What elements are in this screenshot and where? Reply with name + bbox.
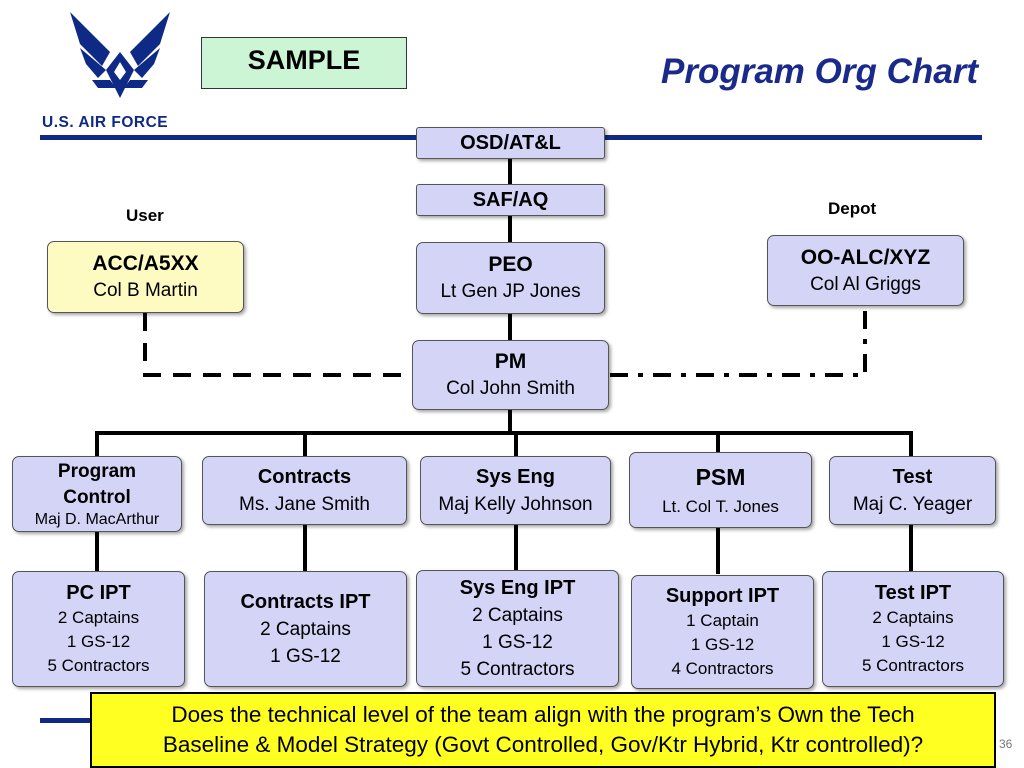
node-subtitle: Maj D. MacArthur <box>34 511 160 528</box>
connector-line <box>95 431 99 457</box>
node-title: Test IPT <box>874 582 952 604</box>
page-number: 36 <box>999 737 1013 751</box>
footer-rule <box>40 718 100 723</box>
connector-line <box>514 431 518 457</box>
node-line: 5 Contractors <box>47 656 150 675</box>
node-contracts: Contracts Ms. Jane Smith <box>202 456 407 525</box>
node-subtitle: Lt Gen JP Jones <box>440 281 581 302</box>
node-line: 5 Contractors <box>460 658 575 680</box>
connector-line <box>508 216 512 242</box>
node-line: 5 Contractors <box>861 656 965 675</box>
connector-line <box>303 524 307 572</box>
node-subtitle: Col John Smith <box>446 378 575 399</box>
node-title: Test <box>892 465 933 488</box>
page-title: Program Org Chart <box>661 52 978 91</box>
node-title: PSM <box>695 463 746 490</box>
node-subtitle: Maj C. Yeager <box>852 493 973 515</box>
node-subtitle: Maj Kelly Johnson <box>438 493 593 515</box>
node-title: OSD/AT&L <box>460 131 561 154</box>
header-rule-right <box>605 135 982 140</box>
node-pc-ipt: PC IPT 2 Captains 1 GS-12 5 Contractors <box>12 571 185 687</box>
node-title-line: Control <box>63 487 131 508</box>
question-line: Does the technical level of the team ali… <box>171 702 915 727</box>
node-title: SAF/AQ <box>472 188 549 211</box>
node-subtitle: Col Al Griggs <box>810 273 921 295</box>
node-pm: PM Col John Smith <box>412 340 609 410</box>
node-title: Contracts <box>257 465 352 488</box>
connector-line <box>514 524 518 570</box>
node-title: PEO <box>488 253 533 276</box>
node-line: 1 GS-12 <box>66 632 131 651</box>
node-title: PC IPT <box>66 582 131 604</box>
node-line: 1 Captain <box>686 611 759 630</box>
connector-line <box>95 431 913 435</box>
node-title-line: Program <box>57 461 137 482</box>
question-callout: Does the technical level of the team ali… <box>90 692 996 768</box>
node-title: OO-ALC/XYZ <box>800 245 931 269</box>
node-subtitle: Col B Martin <box>93 280 198 301</box>
node-program-control: Program Control Maj D. MacArthur <box>12 456 182 532</box>
node-line: 2 Captains <box>872 608 954 627</box>
node-title: Sys Eng IPT <box>459 576 576 599</box>
depot-label: Depot <box>828 199 877 218</box>
connector-line <box>508 410 512 432</box>
node-acc: ACC/A5XX Col B Martin <box>47 241 244 313</box>
node-title: Sys Eng <box>476 465 555 488</box>
node-line: 2 Captains <box>472 604 563 626</box>
connector-line <box>95 531 99 573</box>
node-psm: PSM Lt. Col T. Jones <box>629 452 812 528</box>
air-force-wings-icon <box>70 12 170 98</box>
node-saf: SAF/AQ <box>416 184 605 216</box>
node-sys-eng-ipt: Sys Eng IPT 2 Captains 1 GS-12 5 Contrac… <box>416 570 619 687</box>
node-title: PM <box>494 350 527 373</box>
node-title: ACC/A5XX <box>92 252 199 275</box>
node-osd: OSD/AT&L <box>416 127 605 159</box>
node-line: 2 Captains <box>57 608 140 627</box>
node-line: 1 GS-12 <box>482 631 553 653</box>
node-title: Contracts IPT <box>240 591 371 613</box>
node-line: 4 Contractors <box>671 659 774 678</box>
user-label: User <box>126 206 164 225</box>
node-test: Test Maj C. Yeager <box>829 456 996 525</box>
node-title: Support IPT <box>665 585 780 607</box>
node-oo-alc: OO-ALC/XYZ Col Al Griggs <box>767 235 964 306</box>
air-force-logo: U.S. AIR FORCE <box>40 8 200 133</box>
header-rule-left <box>40 135 416 140</box>
question-line: Baseline & Model Strategy (Govt Controll… <box>162 732 924 757</box>
node-test-ipt: Test IPT 2 Captains 1 GS-12 5 Contractor… <box>822 571 1004 687</box>
connector-line <box>909 524 913 572</box>
node-sys-eng: Sys Eng Maj Kelly Johnson <box>420 456 611 525</box>
connector-line <box>508 314 512 340</box>
connector-line <box>303 431 307 457</box>
node-subtitle: Lt. Col T. Jones <box>662 496 779 516</box>
node-line: 1 GS-12 <box>881 632 945 651</box>
node-support-ipt: Support IPT 1 Captain 1 GS-12 4 Contract… <box>631 575 814 689</box>
connector-line <box>508 158 512 184</box>
node-line: 1 GS-12 <box>270 646 341 667</box>
logo-wordmark: U.S. AIR FORCE <box>42 114 169 131</box>
node-peo: PEO Lt Gen JP Jones <box>416 242 605 314</box>
connector-line <box>716 431 720 453</box>
connector-line <box>909 431 913 457</box>
node-subtitle: Ms. Jane Smith <box>239 493 370 515</box>
sample-badge: SAMPLE <box>201 37 407 89</box>
node-contracts-ipt: Contracts IPT 2 Captains 1 GS-12 <box>204 571 407 687</box>
connector-line <box>716 527 720 574</box>
node-line: 1 GS-12 <box>690 635 755 654</box>
node-line: 2 Captains <box>260 619 351 640</box>
